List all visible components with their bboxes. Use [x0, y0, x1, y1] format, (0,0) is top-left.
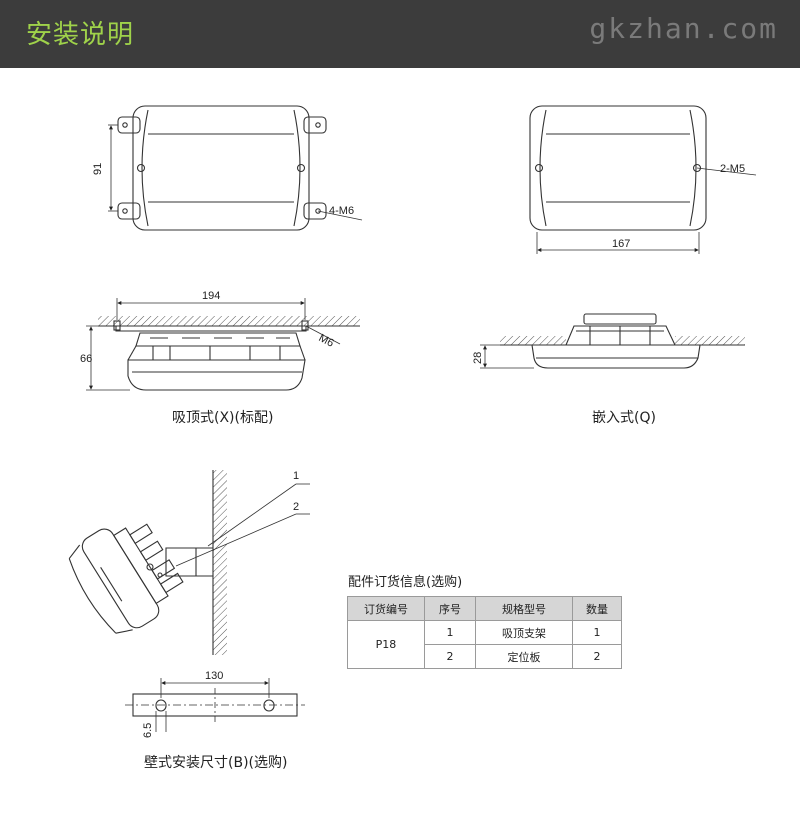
wall-mount-view: [68, 470, 310, 655]
model-cell: 吸顶支架: [475, 620, 573, 645]
dim-2-m5: 2-M5: [720, 163, 745, 175]
dim-4-m6: 4-M6: [329, 205, 354, 217]
dim-m6: M6: [317, 332, 336, 350]
accessories-title: 配件订货信息(选购): [348, 575, 463, 590]
recessed-side-view: [480, 313, 745, 369]
ceiling-side-view: [86, 298, 360, 391]
page-title: 安装说明: [26, 20, 135, 50]
col-order-no: 订货编号: [347, 596, 425, 621]
qty-cell: 1: [572, 620, 622, 645]
accessories-table: 订货编号 序号 规格型号 数量 P18 1 吸顶支架 1 2 定位板 2: [347, 596, 622, 669]
dim-194: 194: [202, 290, 220, 302]
col-seq: 序号: [424, 596, 476, 621]
ceiling-top-view: [108, 105, 363, 231]
qty-cell: 2: [572, 644, 622, 669]
dim-130: 130: [205, 670, 223, 682]
col-qty: 数量: [572, 596, 622, 621]
table-row: 2 定位板 2: [348, 644, 622, 669]
mounting-plate-view: [125, 678, 305, 732]
watermark: gkzhan.com: [589, 12, 778, 45]
table-row: P18 1 吸顶支架 1: [347, 620, 622, 669]
dim-167: 167: [612, 238, 630, 250]
part-number-1: 1: [293, 470, 299, 482]
dim-66: 66: [80, 353, 92, 365]
model-cell: 定位板: [475, 644, 573, 669]
part-number-2: 2: [293, 501, 299, 513]
seq-cell: 2: [424, 644, 476, 669]
col-model: 规格型号: [475, 596, 573, 621]
seq-cell: 1: [424, 620, 476, 645]
table-header-row: 订货编号 序号 规格型号 数量: [347, 596, 622, 621]
caption-ceiling-mount: 吸顶式(X)(标配): [172, 410, 274, 426]
dim-28: 28: [472, 352, 484, 364]
installation-diagram: 91 4-M6 167 2-M5: [68, 105, 757, 738]
header-bar: 安装说明 gkzhan.com: [0, 0, 800, 68]
dim-6-5: 6.5: [142, 723, 154, 738]
recessed-top-view: [529, 105, 757, 254]
order-no-cell: P18: [347, 620, 425, 669]
caption-wall-mount: 壁式安装尺寸(B)(选购): [144, 755, 288, 771]
dim-91: 91: [92, 163, 104, 175]
caption-recessed-mount: 嵌入式(Q): [592, 410, 656, 426]
